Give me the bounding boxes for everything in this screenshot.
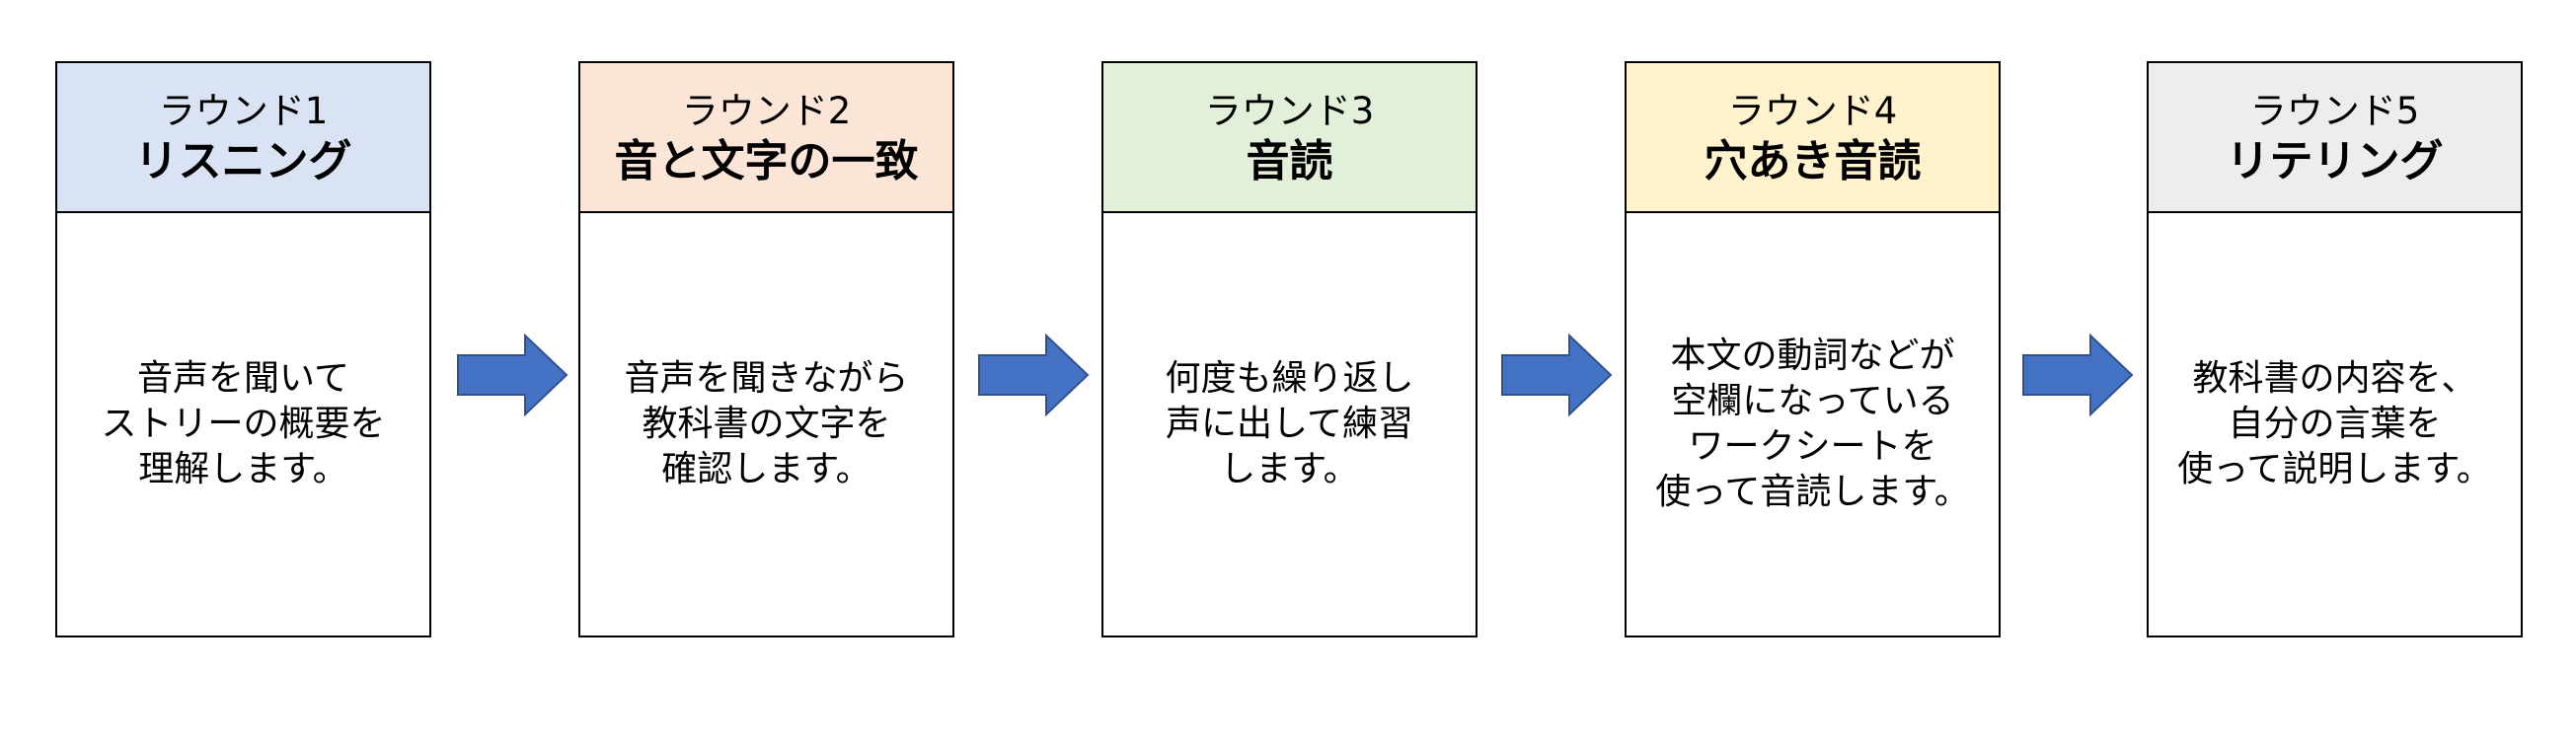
round-5-description: 教科書の内容を、 自分の言葉を 使って説明します。 bbox=[2177, 358, 2492, 489]
round-3-header: ラウンド3 音読 bbox=[1103, 63, 1476, 213]
round-3-card: ラウンド3 音読 何度も繰り返し 声に出して練習 します。 bbox=[1101, 61, 1477, 637]
round-2-description: 音声を聞きながら 教科書の文字を 確認します。 bbox=[624, 358, 909, 489]
round-5-header: ラウンド5 リテリング bbox=[2149, 63, 2521, 213]
round-3-body: 何度も繰り返し 声に出して練習 します。 bbox=[1103, 213, 1476, 636]
right-arrow-icon bbox=[2022, 334, 2134, 416]
round-1-number: ラウンド1 bbox=[158, 90, 329, 132]
round-5-title: リテリング bbox=[2226, 136, 2444, 187]
round-5-number: ラウンド5 bbox=[2249, 90, 2420, 132]
round-4-header: ラウンド4 穴あき音読 bbox=[1627, 63, 1999, 213]
round-1-body: 音声を聞いて ストリーの概要を 理解します。 bbox=[57, 213, 429, 636]
round-1-description: 音声を聞いて ストリーの概要を 理解します。 bbox=[101, 358, 386, 489]
round-2-number: ラウンド2 bbox=[681, 90, 852, 132]
round-1-title: リスニング bbox=[134, 136, 352, 187]
round-2-title: 音と文字の一致 bbox=[614, 136, 919, 187]
round-4-body: 本文の動詞などが 空欄になっている ワークシートを 使って音読します。 bbox=[1627, 213, 1999, 636]
round-2-body: 音声を聞きながら 教科書の文字を 確認します。 bbox=[580, 213, 952, 636]
round-4-description: 本文の動詞などが 空欄になっている ワークシートを 使って音読します。 bbox=[1655, 336, 1970, 512]
round-2-card: ラウンド2 音と文字の一致 音声を聞きながら 教科書の文字を 確認します。 bbox=[578, 61, 954, 637]
round-4-number: ラウンド4 bbox=[1727, 90, 1898, 132]
right-arrow-icon bbox=[978, 334, 1090, 416]
round-4-title: 穴あき音読 bbox=[1704, 136, 1922, 187]
round-1-card: ラウンド1 リスニング 音声を聞いて ストリーの概要を 理解します。 bbox=[55, 61, 431, 637]
round-3-title: 音読 bbox=[1246, 136, 1333, 187]
right-arrow-icon bbox=[457, 334, 568, 416]
round-5-card: ラウンド5 リテリング 教科書の内容を、 自分の言葉を 使って説明します。 bbox=[2147, 61, 2523, 637]
round-1-header: ラウンド1 リスニング bbox=[57, 63, 429, 213]
round-5-body: 教科書の内容を、 自分の言葉を 使って説明します。 bbox=[2149, 213, 2521, 636]
round-4-card: ラウンド4 穴あき音読 本文の動詞などが 空欄になっている ワークシートを 使っ… bbox=[1625, 61, 2001, 637]
round-2-header: ラウンド2 音と文字の一致 bbox=[580, 63, 952, 213]
right-arrow-icon bbox=[1501, 334, 1613, 416]
round-3-description: 何度も繰り返し 声に出して練習 します。 bbox=[1165, 358, 1414, 489]
round-3-number: ラウンド3 bbox=[1204, 90, 1375, 132]
